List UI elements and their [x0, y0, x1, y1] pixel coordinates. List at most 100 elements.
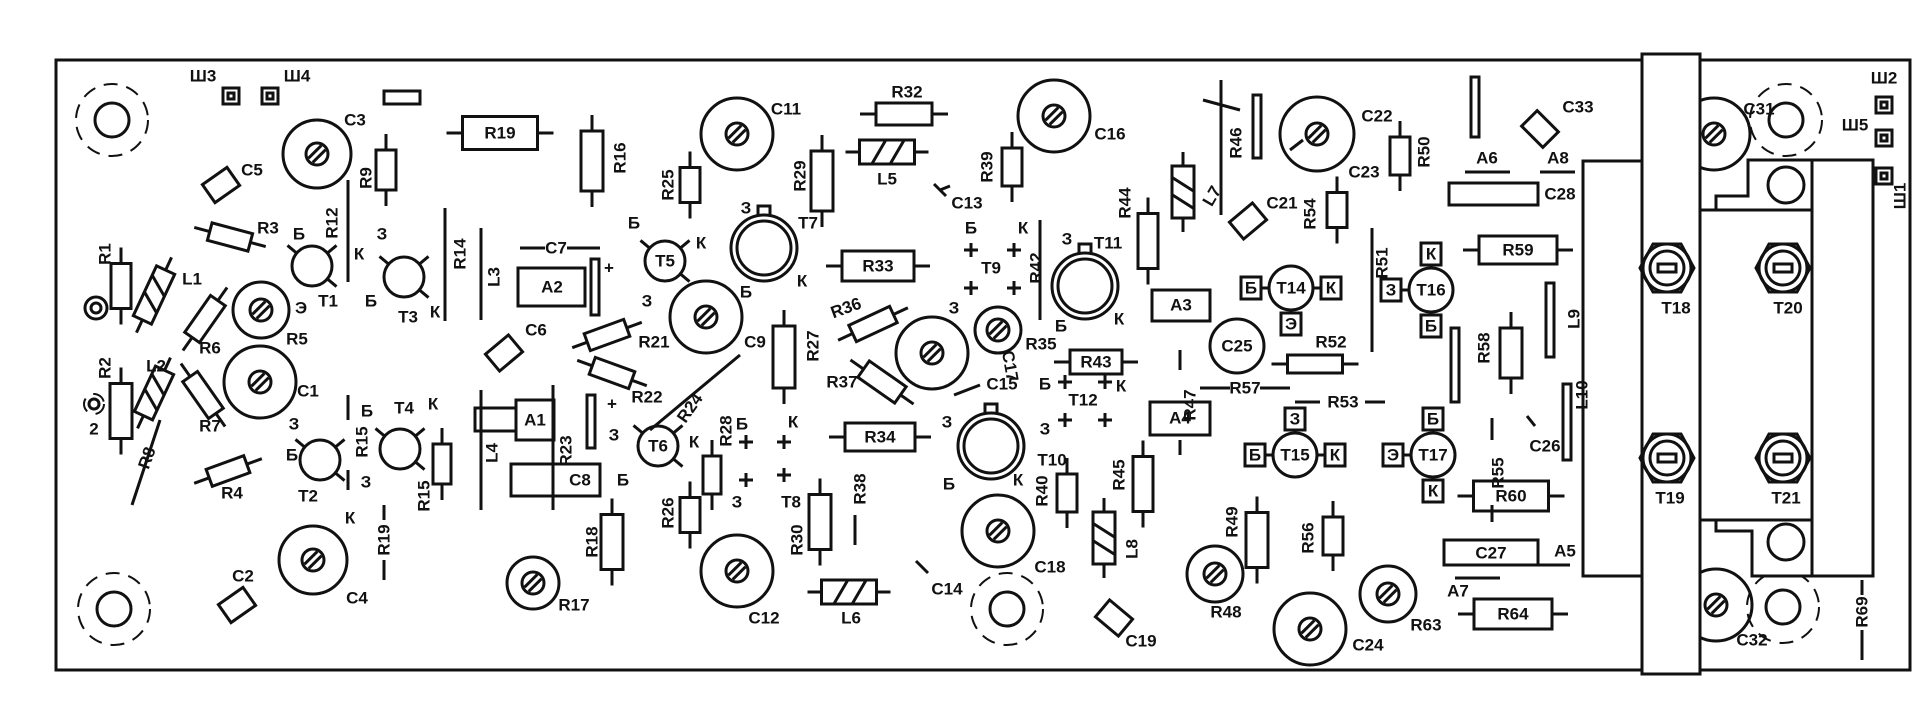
- trimmer-R48: [1185, 544, 1245, 604]
- label-r22: R22: [631, 388, 662, 407]
- label-r15a: R15: [353, 426, 372, 457]
- resistor-body: [1321, 515, 1345, 557]
- trimmer-body: [1272, 591, 1348, 667]
- trimmer-slot: [727, 561, 743, 577]
- trimmer-slot: [992, 525, 1008, 541]
- inductor-winding: [150, 373, 166, 396]
- connector-pad: [1874, 166, 1894, 186]
- pad-label-k: К: [1426, 245, 1437, 264]
- trimmer-slot: [1048, 110, 1064, 126]
- label-c1: C1: [297, 382, 319, 401]
- resistor-body: [431, 442, 453, 486]
- label-l2: L2: [146, 357, 166, 376]
- mounting-hole-keepout: [970, 572, 1044, 646]
- label-t15: T15: [1280, 446, 1309, 465]
- pin-label: К: [1013, 471, 1024, 490]
- label-r6: R6: [199, 339, 221, 358]
- label-r8: R8: [134, 445, 159, 472]
- transistor-slot: [1656, 262, 1678, 274]
- resistor-R45: [1131, 440, 1155, 528]
- trimmer-slot: [1044, 106, 1060, 122]
- pad-label-b: Б: [1245, 279, 1257, 298]
- label-r12: R12: [323, 207, 342, 238]
- transistor-body: [1641, 432, 1693, 484]
- label-c15: C15: [986, 375, 1017, 394]
- trimmer-screw-icon: [1297, 616, 1323, 642]
- label-r5: R5: [286, 330, 308, 349]
- resistor-body: [678, 496, 702, 534]
- capacitor-body: [1093, 597, 1135, 639]
- label-t21: T21: [1771, 489, 1800, 508]
- label-r39: R39: [978, 151, 997, 182]
- inductor-lead: [163, 357, 172, 371]
- heatsink-right-plate: [1698, 158, 1875, 578]
- pin-label: К: [430, 303, 441, 322]
- label-t14: T14: [1276, 279, 1306, 298]
- transistor-body: [636, 424, 680, 468]
- trimmer-screw-icon: [1304, 121, 1330, 147]
- label-l4: L4: [483, 443, 502, 463]
- label-c27: C27: [1475, 544, 1506, 563]
- resistor-lead: [626, 320, 643, 330]
- transistor-body: [1409, 431, 1457, 479]
- trimmer-C9: [668, 279, 744, 355]
- resistor-body: [374, 148, 398, 192]
- transistor-cap: [1056, 257, 1114, 315]
- heatsink-screw-icon: [1766, 522, 1806, 562]
- label-r49: R49: [1223, 506, 1242, 537]
- trimmer-slot: [731, 565, 747, 581]
- resistor-R52: [1271, 353, 1359, 375]
- inductor-body: [132, 364, 176, 422]
- mounting-hole-icon: [1764, 588, 1802, 626]
- trimmer-screw-icon: [1041, 103, 1067, 129]
- label-a7: A7: [1447, 582, 1469, 601]
- trimmer-R63: [1358, 564, 1418, 624]
- resistor-body: [843, 421, 917, 453]
- label-c12: C12: [748, 609, 779, 628]
- inductor-winding: [832, 579, 850, 605]
- pin-label: Б: [628, 214, 640, 233]
- resistor-R32: [860, 101, 948, 127]
- trace-line: [953, 383, 981, 397]
- transistor-body: [1271, 431, 1319, 479]
- transistor-body: [1050, 251, 1120, 321]
- label-r21: R21: [638, 333, 669, 352]
- terminal-pad-hole: [89, 301, 103, 315]
- resistor-lead: [849, 358, 865, 371]
- module-A3: [1150, 288, 1212, 323]
- transistor-T7: [729, 204, 799, 283]
- pin-label: К: [689, 433, 700, 452]
- resistor-R56: [1321, 501, 1345, 571]
- trimmer-C17: [894, 315, 970, 391]
- label-t5: T5: [655, 252, 675, 271]
- capacitor-body: [483, 332, 525, 374]
- trimmer-C3: [281, 118, 353, 190]
- connector-pad: [1874, 95, 1894, 115]
- label-r14: R14: [451, 238, 470, 270]
- label-r46: R46: [1227, 127, 1246, 158]
- trimmer-screw-icon: [693, 304, 719, 330]
- label-r50: R50: [1415, 136, 1434, 167]
- resistor-R39: [1000, 132, 1024, 202]
- capacitor-plate: [585, 393, 597, 450]
- label-a5: A5: [1554, 542, 1576, 561]
- resistor-R58: [1498, 312, 1524, 394]
- label-r7: R7: [199, 417, 221, 436]
- trimmer-screw-icon: [520, 570, 546, 596]
- transistor-T16: КБЗ: [1379, 241, 1455, 339]
- label-t4: T4: [394, 399, 414, 418]
- inductor-L9: [1544, 281, 1556, 359]
- bar-component: [1449, 326, 1461, 404]
- trimmer-body: [894, 315, 970, 391]
- resistor-R1: [109, 247, 133, 325]
- label-r60: R60: [1495, 487, 1526, 506]
- trimmer-screw-icon: [985, 518, 1011, 544]
- trimmer-slot: [1307, 124, 1323, 140]
- label-r40: R40: [1033, 475, 1052, 506]
- power-transistor-T19: [1638, 432, 1696, 484]
- label-l5: L5: [877, 170, 897, 189]
- resistor-body: [204, 453, 252, 489]
- resistor-body: [1472, 479, 1550, 513]
- connector-pad-hole: [1879, 100, 1889, 110]
